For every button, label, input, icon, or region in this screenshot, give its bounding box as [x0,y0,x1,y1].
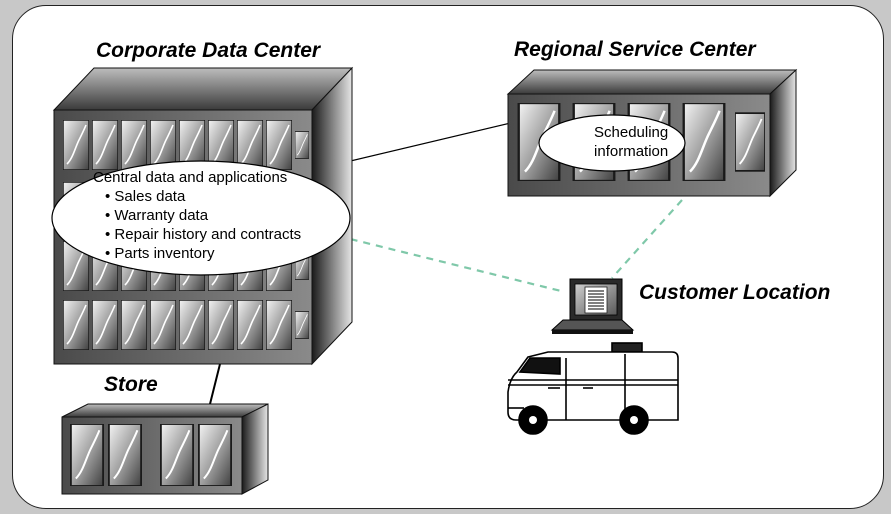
link-regional-customer [611,199,683,279]
link-corporate-customer [337,234,566,294]
scheduling-line-2: information [594,143,669,160]
central-data-item: Parts inventory [105,244,301,263]
regional-service-center-title: Regional Service Center [514,38,756,61]
central-data-text: Central data and applications Sales data… [93,168,301,263]
store-title: Store [104,373,158,396]
central-data-item: Sales data [105,187,301,206]
service-van-icon [507,342,679,435]
link-corporate-store [209,359,222,405]
central-data-item: Repair history and contracts [105,225,301,244]
store-server-cabinet [61,403,269,495]
central-data-item: Warranty data [105,206,301,225]
scheduling-bubble [538,114,686,172]
central-data-heading: Central data and applications [93,169,288,186]
customer-location-title: Customer Location [639,281,831,304]
scheduling-text: Scheduling information [594,123,668,161]
scheduling-line-1: Scheduling [594,124,669,141]
corporate-data-center-title: Corporate Data Center [96,39,321,62]
laptop-icon [550,278,635,334]
